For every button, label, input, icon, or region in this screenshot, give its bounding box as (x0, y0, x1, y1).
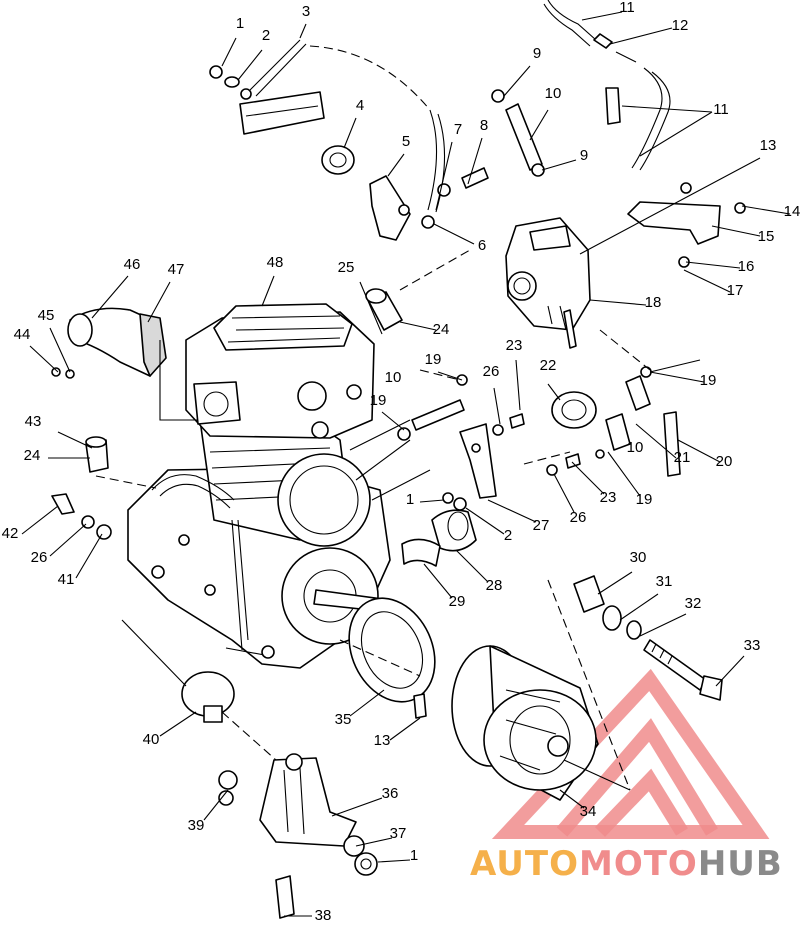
callout-c26a: 26 (483, 363, 500, 380)
clamp-29 (401, 538, 441, 567)
fasteners-top (209, 65, 252, 100)
callout-c11a: 11 (619, 0, 635, 16)
engine-mount-top (321, 145, 489, 241)
callout-c28: 28 (486, 577, 503, 594)
callout-c25: 25 (338, 259, 355, 276)
tubes-20-21 (595, 366, 681, 477)
callout-c18: 18 (645, 294, 662, 311)
callout-c23a: 23 (506, 337, 523, 354)
watermark-part-auto: AUTO (470, 844, 579, 884)
callout-c29: 29 (449, 593, 466, 610)
callout-c33: 33 (744, 637, 761, 654)
callout-c9b: 9 (580, 147, 588, 164)
callout-c10c: 10 (627, 439, 644, 456)
callout-c30: 30 (630, 549, 647, 566)
carburetor (505, 217, 591, 349)
callout-c45: 45 (38, 307, 55, 324)
callout-c2: 2 (262, 27, 270, 44)
callout-c2b: 2 (504, 527, 512, 544)
callout-c38: 38 (315, 907, 332, 924)
tube-10-mid (411, 399, 465, 431)
callout-c31: 31 (656, 573, 673, 590)
engine-mount-22 (551, 391, 597, 429)
callout-c44: 44 (14, 326, 31, 343)
callout-c8: 8 (480, 117, 488, 134)
callout-c5: 5 (402, 133, 410, 150)
callout-c13b: 13 (374, 732, 391, 749)
callout-c10a: 10 (545, 85, 562, 102)
callout-c6: 6 (478, 237, 486, 254)
callout-c11b: 11 (713, 101, 729, 118)
callout-c26c: 26 (31, 549, 48, 566)
callout-c26b: 26 (570, 509, 587, 526)
hose-fitting-43 (85, 436, 109, 473)
callout-c36: 36 (382, 785, 399, 802)
callout-c19b: 19 (425, 351, 442, 368)
callout-c10b: 10 (385, 369, 402, 386)
callout-c22: 22 (540, 357, 557, 374)
callout-c39: 39 (188, 817, 205, 834)
callout-c21: 21 (674, 449, 691, 466)
callout-c42: 42 (2, 525, 19, 542)
callout-c7: 7 (454, 121, 462, 138)
watermark-part-moto: MOTO (579, 844, 698, 884)
callout-c13: 13 (760, 137, 777, 154)
intake-boot (51, 307, 167, 379)
callout-c16: 16 (738, 258, 755, 275)
callout-c19d: 19 (636, 491, 653, 508)
boot-28 (431, 509, 477, 552)
callout-c19a: 19 (700, 372, 717, 389)
carb-bracket (627, 182, 746, 268)
callout-c3: 3 (302, 3, 310, 20)
callout-c1: 1 (236, 15, 244, 32)
callout-c41: 41 (58, 571, 75, 588)
lower-mount (181, 671, 378, 919)
callout-c47: 47 (168, 261, 185, 278)
callout-c19c: 19 (370, 392, 387, 409)
callout-c27: 27 (533, 517, 550, 534)
bolt-13-bottom (413, 693, 427, 719)
coolant-hose (239, 39, 446, 213)
callout-c24a: 24 (433, 321, 450, 338)
callout-c14: 14 (784, 203, 800, 220)
callout-c1b: 1 (406, 491, 414, 508)
callout-c23b: 23 (600, 489, 617, 506)
callout-c48: 48 (267, 254, 284, 271)
callout-c15: 15 (758, 228, 775, 245)
callout-c4: 4 (356, 97, 364, 114)
svg-text:AUTOMOTOHUB: AUTOMOTOHUB (470, 844, 783, 884)
cover-plate (348, 597, 436, 703)
callout-c37: 37 (390, 825, 407, 842)
hose-fitting-25 (365, 288, 403, 331)
callout-c17: 17 (727, 282, 744, 299)
fasteners-left (51, 493, 112, 540)
drive-clutch (451, 645, 599, 801)
watermark-part-hub: HUB (698, 844, 783, 884)
callout-c12: 12 (672, 17, 689, 34)
callout-c34: 34 (580, 803, 597, 820)
fuel-lines (491, 0, 671, 177)
callout-c1c: 1 (410, 847, 418, 864)
bolt-assembly (573, 575, 723, 701)
callout-c9a: 9 (533, 45, 541, 62)
washers-mid (397, 374, 581, 511)
callout-c24b: 24 (24, 447, 41, 464)
callout-c35: 35 (335, 711, 352, 728)
leader-lines (21, 11, 791, 917)
engine-block (127, 303, 391, 669)
callout-c32: 32 (685, 595, 702, 612)
bracket-27 (459, 423, 497, 499)
watermark-wordmark: AUTOMOTOHUB (470, 844, 783, 884)
callout-c40: 40 (143, 731, 160, 748)
callout-c46: 46 (124, 256, 141, 273)
callout-c43: 43 (25, 413, 42, 430)
callout-c20: 20 (716, 453, 733, 470)
